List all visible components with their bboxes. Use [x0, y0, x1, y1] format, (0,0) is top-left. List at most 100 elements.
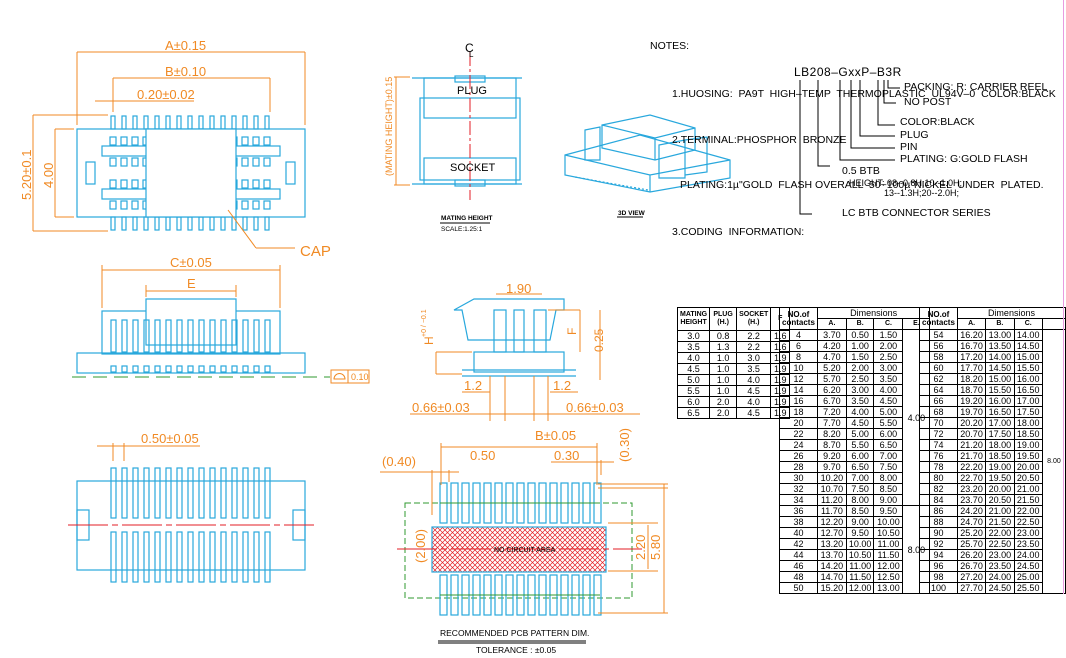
contacts-cell: 40: [779, 527, 818, 539]
contacts-cell: 86: [919, 505, 958, 517]
c-cell: 10.00: [873, 516, 904, 528]
b-cell: 13.00: [985, 329, 1015, 341]
c-cell: 8.50: [873, 483, 904, 495]
socket-h-cell: 2.2: [736, 341, 772, 353]
solder-tail: [187, 365, 194, 373]
header-mating-height: MATING HEIGHT: [676, 307, 711, 331]
mating-height-cell: 3.0: [676, 330, 711, 342]
coding-tree-lines: [799, 80, 900, 215]
mating-height-cell: 6.5: [676, 407, 711, 419]
e-cell: 8.00: [1041, 329, 1066, 594]
terminal-pin: [132, 115, 138, 130]
contact: [109, 200, 117, 210]
header-plug: PLUG (H.): [709, 307, 738, 331]
b-cell: 18.00: [985, 439, 1015, 451]
a-cell: 21.20: [956, 439, 987, 451]
contacts-cell: 34: [779, 494, 818, 506]
c-cell: 19.50: [1013, 450, 1043, 462]
terminal-pin: [143, 115, 149, 130]
side-contact: [220, 319, 227, 353]
contacts-cell: 24: [779, 439, 818, 451]
dim-h-tolerance: +0 / −0.1: [421, 309, 428, 337]
contacts-cell: 48: [779, 571, 818, 583]
notes-heading: NOTES:: [650, 40, 690, 52]
bottom-pin: [165, 467, 172, 519]
contacts-cell: 74: [919, 439, 958, 451]
b-cell: 1.00: [845, 340, 875, 352]
c-cell: 17.50: [1013, 406, 1043, 418]
side-contact: [154, 319, 161, 353]
header-dimensions: Dimensions: [816, 307, 931, 319]
a-cell: 25.20: [956, 527, 987, 539]
contacts-cell: 60: [919, 362, 958, 374]
bottom-pin: [220, 467, 227, 519]
b-cell: 8.50: [845, 505, 875, 517]
b-cell: 7.50: [845, 483, 875, 495]
socket-h-cell: 4.0: [736, 396, 772, 408]
terminal-pin: [209, 216, 215, 231]
b-cell: 22.00: [985, 527, 1015, 539]
b-cell: 12.00: [845, 582, 875, 594]
header-c: C.: [873, 318, 904, 330]
bottom-pin: [165, 531, 172, 583]
b-cell: 21.00: [985, 505, 1015, 517]
pcb-dim-200-label: (2.00): [413, 529, 428, 563]
c-cell: 25.50: [1013, 582, 1043, 594]
bottom-pin: [242, 531, 249, 583]
c-cell: 16.00: [1013, 373, 1043, 385]
legend-color: COLOR:BLACK: [900, 116, 975, 128]
a-cell: 5.20: [816, 362, 847, 374]
c-cell: 12.00: [873, 560, 904, 572]
c-cell: 23.50: [1013, 538, 1043, 550]
pcb-tolerance: TOLERANCE : ±0.05: [476, 645, 556, 655]
b-cell: 14.00: [985, 351, 1015, 363]
legend-pin: PIN: [900, 141, 918, 153]
side-contact: [187, 319, 194, 353]
terminal-pin: [253, 115, 259, 130]
bottom-pin: [242, 467, 249, 519]
contacts-cell: 12: [779, 373, 818, 385]
bottom-pin: [143, 531, 150, 583]
c-cell: 7.00: [873, 450, 904, 462]
note-3: 3.CODING INFORMATION:: [672, 226, 805, 238]
pcb-dim-b-label: B±0.05: [535, 428, 576, 443]
pcb-pattern-view: NO CIRCUIT AREA B±0.05 (0.40) 0.50 0.30 …: [380, 428, 668, 655]
c-cell: 7.50: [873, 461, 904, 473]
b-cell: 17.00: [985, 417, 1015, 429]
c-cell: 2.50: [873, 351, 904, 363]
b-cell: 22.50: [985, 538, 1015, 550]
pcb-dim-050-label: 0.50: [470, 448, 495, 463]
c-cell: 8.00: [873, 472, 904, 484]
terminal-pin: [242, 115, 248, 130]
bottom-pin: [143, 467, 150, 519]
bottom-pin: [187, 467, 194, 519]
a-cell: 6.70: [816, 395, 847, 407]
b-cell: 19.00: [985, 461, 1015, 473]
dim-025-label: 0.25: [592, 328, 606, 352]
b-cell: 11.50: [845, 571, 875, 583]
b-cell: 21.50: [985, 516, 1015, 528]
c-cell: 20.50: [1013, 472, 1043, 484]
bottom-pin: [121, 467, 128, 519]
contact: [241, 157, 249, 167]
a-cell: 10.20: [816, 472, 847, 484]
pcb-dim-040-label: (0.40): [382, 454, 416, 469]
dim-left-1-2-label: 1.2: [464, 378, 482, 393]
part-code: LB208–GxxP–B3R: [794, 65, 902, 79]
bottom-pin: [110, 467, 117, 519]
c-cell: 10.50: [873, 527, 904, 539]
bottom-pin: [231, 467, 238, 519]
plug-h-cell: 1.3: [709, 341, 738, 353]
terminal-pin: [121, 216, 127, 231]
a-cell: 16.20: [956, 329, 987, 341]
a-cell: 7.70: [816, 417, 847, 429]
end-view: 1.90 H +0 / −0.1 F 0.25 1.2 1.2 0.66±0.0…: [410, 281, 640, 421]
a-cell: 10.70: [816, 483, 847, 495]
